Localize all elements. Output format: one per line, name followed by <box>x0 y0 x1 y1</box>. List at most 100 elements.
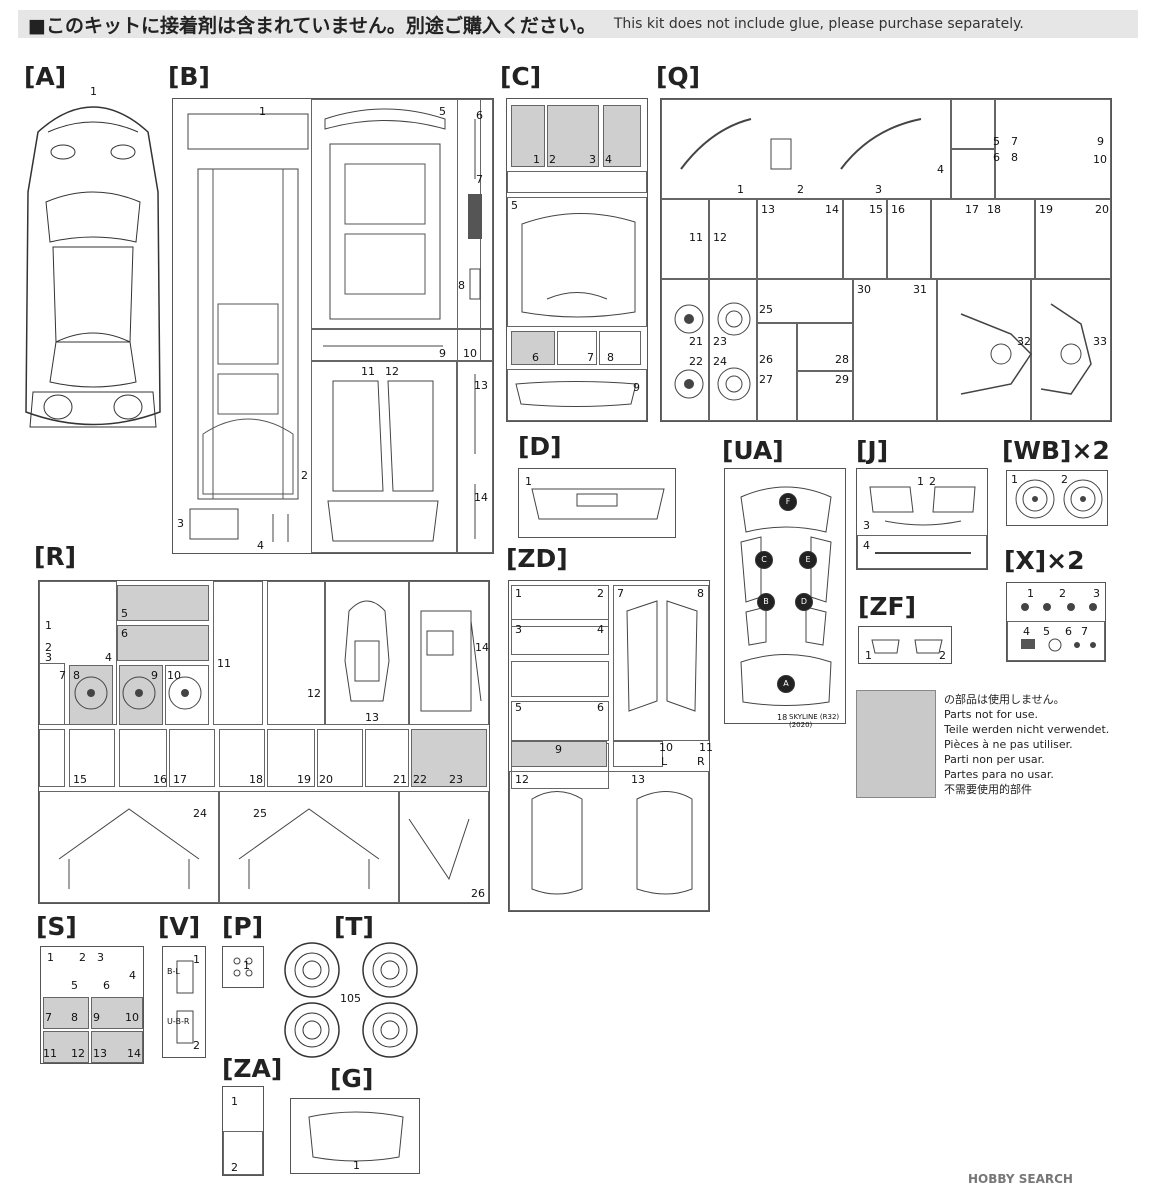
ua-mark-e: E <box>799 551 817 569</box>
sprue-label-c: [C] <box>500 62 542 91</box>
ua-mark-b: B <box>757 593 775 611</box>
sprue-d: 1 <box>518 468 676 538</box>
part-number: 22 <box>689 355 703 368</box>
part-number: 23 <box>449 773 463 786</box>
part-number: 18 <box>987 203 1001 216</box>
part-number: 12 <box>515 773 529 786</box>
sprue-label-q: [Q] <box>656 62 701 91</box>
part-number: 14 <box>475 641 489 654</box>
tires-drawing <box>284 942 418 1058</box>
part-number: 2 <box>597 587 604 600</box>
notice-english: This kit does not include glue, please p… <box>613 16 1024 32</box>
sprue-zf: 1 2 <box>858 626 952 664</box>
legend-line: の部品は使用しません。 <box>944 693 1065 706</box>
part-number: 10 <box>463 347 477 360</box>
part-number: 4 <box>105 651 112 664</box>
part-number: 13 <box>761 203 775 216</box>
part-number: 5 <box>121 607 128 620</box>
part-number: 14 <box>825 203 839 216</box>
part-number: 28 <box>835 353 849 366</box>
part-number: 4 <box>1023 625 1030 638</box>
part-number: 31 <box>913 283 927 296</box>
part-number: 7 <box>1081 625 1088 638</box>
part-number: 13 <box>93 1047 107 1060</box>
sprue-label-zd: [ZD] <box>506 544 568 573</box>
part-number: R <box>697 755 705 768</box>
part-number: 30 <box>857 283 871 296</box>
part-number: 1 <box>515 587 522 600</box>
part-number: 8 <box>607 351 614 364</box>
part-number: 4 <box>605 153 612 166</box>
part-number: 1 <box>90 85 97 98</box>
part-number: 9 <box>1097 135 1104 148</box>
sprue-label-r: [R] <box>34 542 77 571</box>
part-number: 19 <box>1039 203 1053 216</box>
legend-line: Teile werden nicht verwendet. <box>944 723 1110 736</box>
part-number: 6 <box>121 627 128 640</box>
part-number: 10 <box>1093 153 1107 166</box>
part-number: 9 <box>151 669 158 682</box>
sprue-label-wb: [WB]×2 <box>1002 436 1110 465</box>
sprue-label-zf: [ZF] <box>858 592 917 621</box>
part-number: 21 <box>393 773 407 786</box>
part-number: 1 <box>917 475 924 488</box>
part-number: 3 <box>589 153 596 166</box>
part-number: 15 <box>869 203 883 216</box>
legend-line: Parts not for use. <box>944 708 1039 721</box>
part-number: 13 <box>474 379 488 392</box>
part-number: 1 <box>259 105 266 118</box>
sprue-g: 1 <box>290 1098 420 1174</box>
part-number: 27 <box>759 373 773 386</box>
part-number: 3 <box>177 517 184 530</box>
part-number: 105 <box>340 992 361 1005</box>
part-number: 9 <box>93 1011 100 1024</box>
part-number: 6 <box>993 151 1000 164</box>
sprue-zd: 1 2 3 4 5 6 7 8 9 10 11 L R 12 13 <box>508 580 713 912</box>
part-number: 5 <box>511 199 518 212</box>
sprue-c: 1 2 3 4 5 6 7 8 9 <box>506 98 648 422</box>
part-number: 1 <box>45 619 52 632</box>
part-number: 25 <box>759 303 773 316</box>
part-number: U-B-R <box>167 1017 190 1026</box>
part-number: L <box>661 755 668 768</box>
part-number: 21 <box>689 335 703 348</box>
part-number: B-L <box>167 967 180 976</box>
part-number: 26 <box>471 887 485 900</box>
part-number: 17 <box>173 773 187 786</box>
part-number: 29 <box>835 373 849 386</box>
sprue-b: 1 2 3 4 5 6 7 8 9 10 11 12 13 14 <box>172 98 494 554</box>
part-number: 24 <box>193 807 207 820</box>
part-number: 22 <box>413 773 427 786</box>
part-number: 8 <box>697 587 704 600</box>
part-number: 26 <box>759 353 773 366</box>
part-number: 9 <box>633 381 640 394</box>
sprue-x: 1 2 3 4 5 6 7 <box>1006 582 1106 662</box>
body-shell-drawing <box>25 106 161 428</box>
part-number: 23 <box>713 335 727 348</box>
part-number: 8 <box>458 279 465 292</box>
part-number: 2 <box>45 641 52 654</box>
part-number: 2 <box>79 951 86 964</box>
part-number: 2 <box>797 183 804 196</box>
sprue-q: 1 2 3 4 5 6 7 8 9 10 11 12 13 14 15 16 1… <box>660 98 1112 422</box>
part-number: 9 <box>439 347 446 360</box>
unused-parts-swatch <box>856 690 936 798</box>
part-number: 10 <box>167 669 181 682</box>
part-number: 1 <box>533 153 540 166</box>
part-number: 12 <box>713 231 727 244</box>
ua-mark-d: D <box>795 593 813 611</box>
sprue-label-s: [S] <box>36 912 77 941</box>
part-number: 3 <box>45 651 52 664</box>
part-number: 12 <box>71 1047 85 1060</box>
part-number: 2 <box>549 153 556 166</box>
part-number: 5 <box>515 701 522 714</box>
part-number: 12 <box>385 365 399 378</box>
part-number: 25 <box>253 807 267 820</box>
part-number: 1 <box>47 951 54 964</box>
part-number: 11 <box>699 741 713 754</box>
part-number: 2 <box>929 475 936 488</box>
part-number: 3 <box>875 183 882 196</box>
sprue-label-t: [T] <box>334 912 374 941</box>
legend-line: Parti non per usar. <box>944 753 1045 766</box>
part-number: 8 <box>73 669 80 682</box>
